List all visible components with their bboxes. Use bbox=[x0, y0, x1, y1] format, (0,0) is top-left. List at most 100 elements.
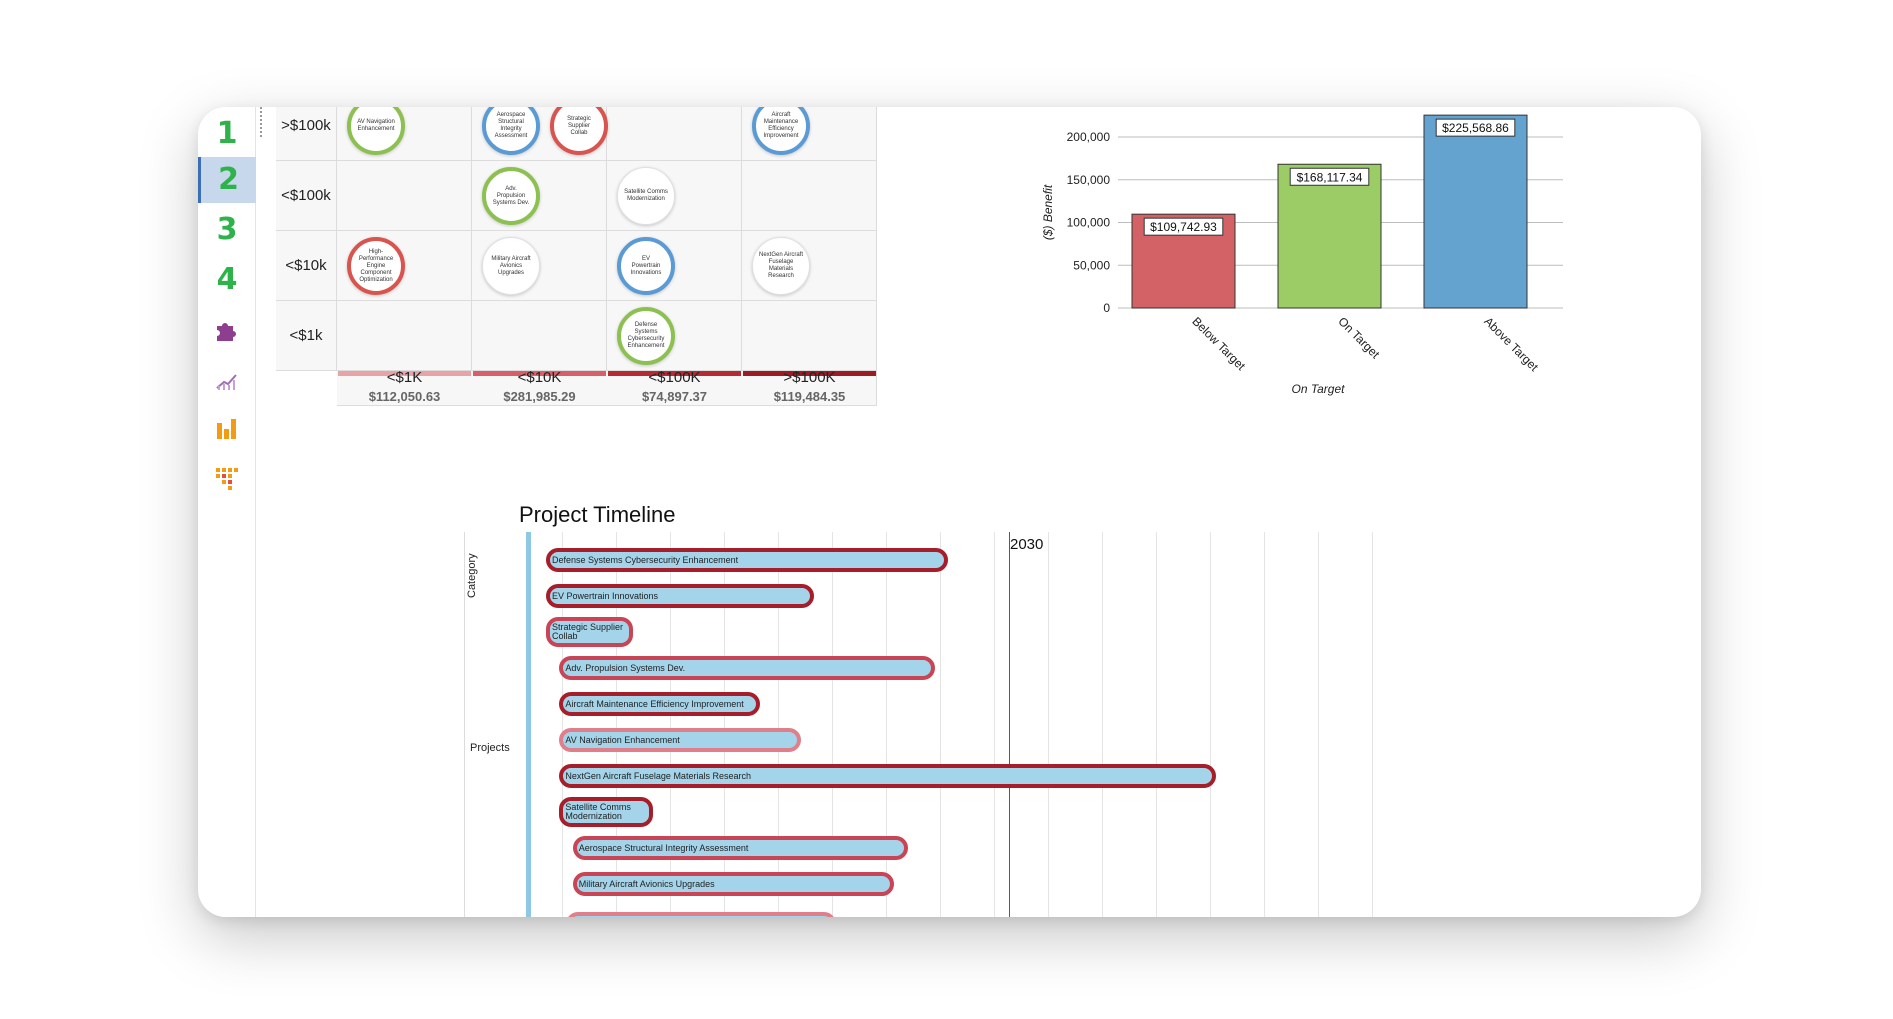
data-label: $168,117.34 bbox=[1297, 170, 1363, 184]
timeline-project-bar[interactable]: Aircraft Maintenance Efficiency Improvem… bbox=[559, 692, 761, 716]
timeline-grid-line bbox=[616, 532, 617, 917]
timeline-project-bar[interactable]: NextGen Aircraft Fuselage Materials Rese… bbox=[559, 764, 1216, 788]
y-tick-label: 0 bbox=[1103, 301, 1110, 315]
timeline-project-bar[interactable]: Military Aircraft Avionics Upgrades bbox=[572, 872, 895, 896]
timeline-project-bar[interactable]: Aerospace Structural Integrity Assessmen… bbox=[572, 836, 908, 860]
data-label-box bbox=[1289, 167, 1370, 186]
project-bubble[interactable]: Aircraft Maintenance Efficiency Improvem… bbox=[752, 107, 810, 155]
project-bubble[interactable]: Defense Systems Cybersecurity Enhancemen… bbox=[617, 307, 675, 365]
project-bubble[interactable]: Satellite Comms Modernization bbox=[617, 167, 675, 225]
matrix-row-label: <$10k bbox=[276, 231, 337, 301]
matrix-column-label: <$10K bbox=[517, 369, 562, 386]
matrix-cell[interactable] bbox=[607, 107, 742, 161]
timeline-grid-line bbox=[1372, 532, 1373, 917]
year-marker-label: 2030 bbox=[1010, 536, 1044, 553]
step-1-button[interactable]: 1 bbox=[216, 116, 238, 151]
timeline-grid-line bbox=[1318, 532, 1319, 917]
line-chart-icon[interactable] bbox=[214, 367, 240, 393]
timeline-grid-line bbox=[994, 532, 995, 917]
matrix-cell[interactable] bbox=[337, 161, 472, 231]
project-bubble[interactable]: NextGen Aircraft Fuselage Materials Rese… bbox=[752, 237, 810, 295]
matrix-column-label: <$1K bbox=[386, 369, 423, 386]
timeline-project-bar[interactable]: Satellite Comms Modernization bbox=[559, 797, 654, 827]
x-axis-label: On Target bbox=[1292, 382, 1346, 396]
project-bubble[interactable]: EV Powertrain Innovations bbox=[617, 237, 675, 295]
bar-chart-svg: 0 50,000 100,000 150,000 200,000 ($) Benefit $… bbox=[1041, 114, 1563, 396]
timeline-grid-line bbox=[670, 532, 671, 917]
y-tick-label: 100,000 bbox=[1067, 216, 1111, 230]
step-3-button[interactable]: 3 bbox=[216, 212, 238, 247]
timeline-project-bar-partial[interactable] bbox=[566, 912, 836, 917]
timeline-grid-line bbox=[562, 532, 563, 917]
timeline-grid-line bbox=[940, 532, 941, 917]
project-bubble[interactable]: Strategic Supplier Collab bbox=[550, 107, 608, 155]
puzzle-icon[interactable] bbox=[214, 317, 240, 343]
benefit-bar-chart: 0 50,000 100,000 150,000 200,000 ($) Benefit $… bbox=[1018, 107, 1701, 497]
project-bubble[interactable]: Military Aircraft Avionics Upgrades bbox=[482, 237, 540, 295]
matrix-column-total: $74,897.37 bbox=[641, 389, 708, 404]
x-tick-label: Below Target bbox=[1189, 314, 1248, 373]
matrix-column-total: $119,484.35 bbox=[773, 389, 846, 404]
matrix-cell[interactable] bbox=[337, 301, 472, 371]
matrix-cell[interactable] bbox=[742, 161, 877, 231]
x-tick-label: On Target bbox=[1335, 314, 1382, 361]
projects-group-label: Projects bbox=[470, 742, 510, 754]
data-label: $109,742.93 bbox=[1150, 220, 1217, 234]
grid-chart-icon[interactable] bbox=[214, 465, 240, 491]
project-bubble[interactable]: Adv. Propulsion Systems Dev. bbox=[482, 167, 540, 225]
drag-handle[interactable] bbox=[260, 107, 264, 137]
app-window: 1 2 3 4 >$100k<$100k<$10k<$1k <$1K $112,05… bbox=[198, 107, 1701, 917]
data-label-box bbox=[1435, 118, 1516, 137]
x-tick-label: Above Target bbox=[1481, 314, 1541, 374]
timeline-grid-line bbox=[1210, 532, 1211, 917]
column-color-bar bbox=[608, 371, 741, 376]
project-timeline: Category Projects 2030 Defense Systems C… bbox=[464, 532, 1701, 917]
timeline-grid-line bbox=[1264, 532, 1265, 917]
matrix-row-label: <$100k bbox=[276, 161, 337, 231]
sidebar: 1 2 3 4 bbox=[198, 107, 256, 917]
matrix-footer bbox=[337, 371, 877, 406]
y-axis-label: ($) Benefit bbox=[1041, 184, 1055, 240]
column-color-bar bbox=[743, 371, 876, 376]
project-bubble[interactable]: High-Performance Engine Component Optimi… bbox=[347, 237, 405, 295]
matrix-column-total: $281,985.29 bbox=[503, 389, 576, 404]
timeline-grid-line bbox=[724, 532, 725, 917]
timeline-grid-line bbox=[1156, 532, 1157, 917]
category-label: Category bbox=[466, 553, 478, 598]
timeline-project-bar[interactable]: Strategic Supplier Collab bbox=[546, 617, 634, 647]
timeline-left-border bbox=[464, 532, 465, 917]
column-color-bar bbox=[473, 371, 606, 376]
timeline-project-bar[interactable]: AV Navigation Enhancement bbox=[559, 728, 801, 752]
timeline-grid-line bbox=[1048, 532, 1049, 917]
step-4-button[interactable]: 4 bbox=[216, 262, 238, 297]
project-bubble[interactable]: Aerospace Structural Integrity Assessmen… bbox=[482, 107, 540, 155]
y-tick-label: 200,000 bbox=[1067, 130, 1111, 144]
matrix-row-label: >$100k bbox=[276, 107, 337, 161]
timeline-project-bar[interactable]: Defense Systems Cybersecurity Enhancemen… bbox=[546, 548, 948, 572]
matrix-row-label: <$1k bbox=[276, 301, 337, 371]
matrix-column-label: >$100K bbox=[783, 369, 836, 386]
timeline-grid-line bbox=[832, 532, 833, 917]
bar-on-target[interactable] bbox=[1277, 163, 1382, 309]
year-marker-line bbox=[1009, 532, 1010, 917]
matrix-cell[interactable] bbox=[742, 301, 877, 371]
timeline-category-band bbox=[526, 532, 531, 917]
matrix-cell[interactable] bbox=[472, 301, 607, 371]
project-bubble[interactable]: AV Navigation Enhancement bbox=[347, 107, 405, 155]
timeline-grid-line bbox=[1102, 532, 1103, 917]
bar-above-target[interactable] bbox=[1423, 114, 1528, 309]
timeline-grid-line bbox=[886, 532, 887, 917]
timeline-title: Project Timeline bbox=[519, 502, 676, 527]
data-label-box bbox=[1143, 217, 1224, 236]
timeline-project-bar[interactable]: EV Powertrain Innovations bbox=[546, 584, 814, 608]
y-tick-label: 150,000 bbox=[1067, 173, 1111, 187]
timeline-project-bar[interactable]: Adv. Propulsion Systems Dev. bbox=[559, 656, 935, 680]
y-tick-label: 50,000 bbox=[1073, 258, 1110, 272]
timeline-grid-line bbox=[778, 532, 779, 917]
data-label: $225,568.86 bbox=[1442, 121, 1509, 135]
bar-chart-icon[interactable] bbox=[214, 415, 240, 441]
matrix-column-total: $112,050.63 bbox=[368, 389, 441, 404]
column-color-bar bbox=[338, 371, 471, 376]
benefit-cost-matrix: >$100k<$100k<$10k<$1k <$1K $112,050.63 <$10… bbox=[276, 107, 1004, 467]
step-2-button[interactable]: 2 bbox=[198, 157, 256, 203]
